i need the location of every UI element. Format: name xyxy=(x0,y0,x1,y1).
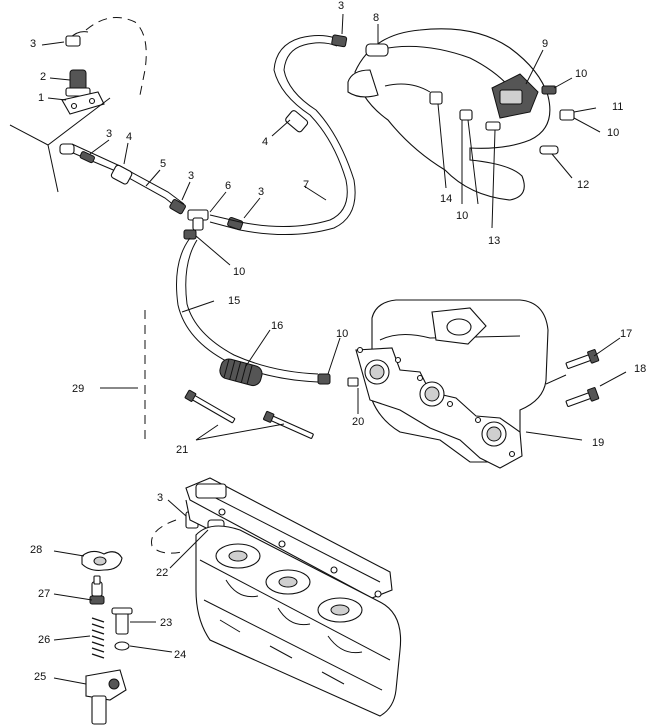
callout-6: 6 xyxy=(225,180,231,192)
callout-19: 19 xyxy=(592,437,604,449)
reference-line-29 xyxy=(100,310,146,445)
exhaust-manifold xyxy=(347,299,600,469)
callout-18: 18 xyxy=(634,363,646,375)
callout-23: 23 xyxy=(160,617,172,629)
callout-5: 5 xyxy=(160,158,166,170)
hose-15-assembly xyxy=(176,237,331,387)
callout-4: 4 xyxy=(126,131,132,143)
callout-26: 26 xyxy=(38,634,50,646)
callout-29: 29 xyxy=(72,383,84,395)
callout-15: 15 xyxy=(228,295,240,307)
callout-22: 22 xyxy=(156,567,168,579)
callout-12: 12 xyxy=(577,179,589,191)
callout-25: 25 xyxy=(34,671,46,683)
callout-1: 1 xyxy=(38,92,44,104)
callout-28: 28 xyxy=(30,544,42,556)
callout-21: 21 xyxy=(176,444,188,456)
callout-3: 3 xyxy=(258,186,264,198)
sensor-assembly xyxy=(81,550,133,725)
callout-8: 8 xyxy=(373,12,379,24)
callout-11: 11 xyxy=(612,101,623,113)
exhaust-pipe-assembly xyxy=(347,28,575,229)
callout-3: 3 xyxy=(338,0,344,12)
bolts-21 xyxy=(184,389,314,441)
callout-3: 3 xyxy=(157,492,163,504)
callout-13: 13 xyxy=(488,235,500,247)
leader-lines xyxy=(41,13,627,685)
callout-14: 14 xyxy=(440,193,452,205)
callout-10: 10 xyxy=(607,127,619,139)
callout-3: 3 xyxy=(30,38,36,50)
callout-4: 4 xyxy=(262,136,268,148)
callout-7: 7 xyxy=(303,179,309,191)
callout-3: 3 xyxy=(106,128,112,140)
callout-16: 16 xyxy=(271,320,283,332)
callout-9: 9 xyxy=(542,38,548,50)
callout-10: 10 xyxy=(456,210,468,222)
hose-7-loop xyxy=(209,34,356,235)
hose-fitting-assembly xyxy=(9,17,147,193)
hose-5-assembly xyxy=(59,143,244,240)
callout-24: 24 xyxy=(174,649,186,661)
callout-2: 2 xyxy=(40,71,46,83)
callout-20: 20 xyxy=(352,416,364,428)
callout-3: 3 xyxy=(188,170,194,182)
callout-17: 17 xyxy=(620,328,632,340)
callout-10: 10 xyxy=(336,328,348,340)
callout-labels: 3 2 1 3 4 5 3 6 3 7 4 10 3 8 9 10 11 10 … xyxy=(30,0,646,683)
cylinder-head xyxy=(151,477,402,717)
callout-27: 27 xyxy=(38,588,50,600)
callout-10: 10 xyxy=(233,266,245,278)
callout-10: 10 xyxy=(575,68,587,80)
